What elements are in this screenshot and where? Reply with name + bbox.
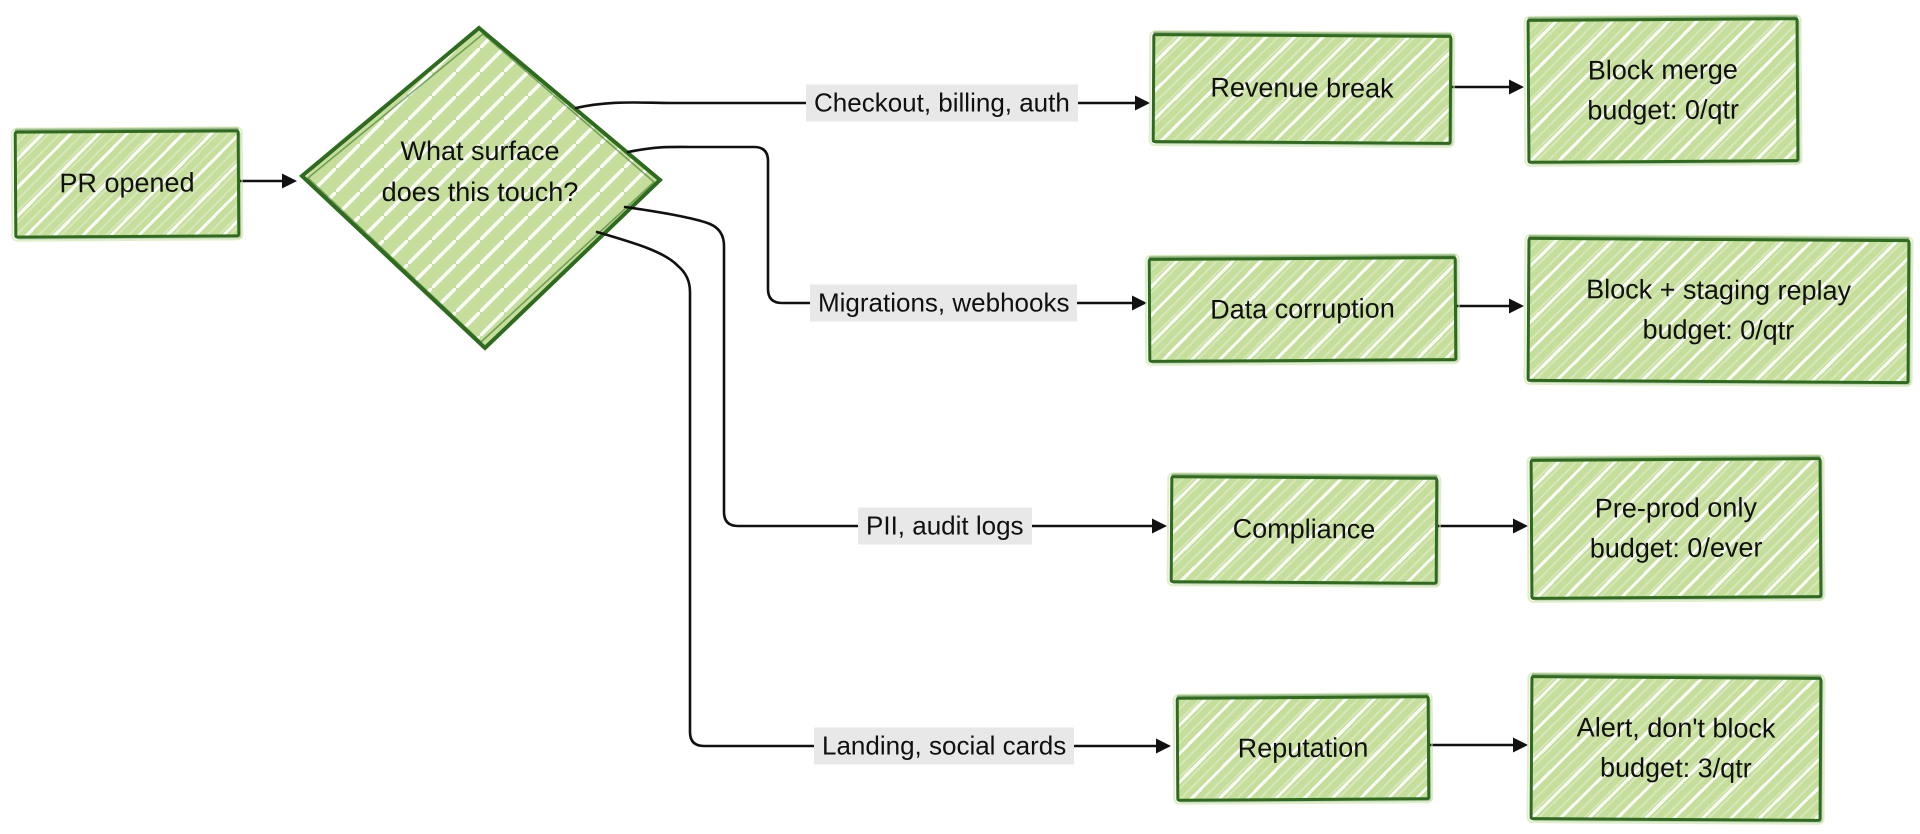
action-row2-line2: budget: 0/qtr xyxy=(1642,314,1795,345)
arrowhead-row3-impact xyxy=(1152,518,1167,534)
arrowhead-row2-action xyxy=(1509,298,1524,314)
node-alert-dont-block-label: Alert, don't block budget: 3/qtr xyxy=(1576,709,1776,788)
node-revenue-break-label: Revenue break xyxy=(1210,72,1394,104)
node-pre-prod-only-label: Pre-prod only budget: 0/ever xyxy=(1589,489,1763,568)
node-block-staging-replay-label: Block + staging replay budget: 0/qtr xyxy=(1586,271,1851,351)
arrowhead-start-to-decision xyxy=(282,173,297,189)
action-row1-line2: budget: 0/qtr xyxy=(1587,94,1740,125)
action-row1-line1: Block merge xyxy=(1587,54,1738,86)
action-row4-line1: Alert, don't block xyxy=(1576,712,1776,744)
action-row4-line2: budget: 3/qtr xyxy=(1599,752,1752,783)
node-compliance: Compliance xyxy=(1166,472,1442,588)
node-pre-prod-only: Pre-prod only budget: 0/ever xyxy=(1526,454,1826,603)
node-data-corruption: Data corruption xyxy=(1144,253,1461,366)
decision-diamond-sketch-stroke xyxy=(306,32,656,344)
action-row3-line1: Pre-prod only xyxy=(1594,492,1757,524)
decision-label-line2: does this touch? xyxy=(381,176,579,207)
arrowhead-row1-impact xyxy=(1135,95,1150,111)
decision-diamond-shape xyxy=(298,25,663,351)
edge-label-pii-audit-logs: PII, audit logs xyxy=(858,507,1032,545)
arrowhead-row2-impact xyxy=(1132,295,1147,311)
node-pr-opened: PR opened xyxy=(10,126,244,242)
node-compliance-label: Compliance xyxy=(1232,513,1376,545)
edge-label-landing-social-cards: Landing, social cards xyxy=(814,727,1075,765)
node-reputation-label: Reputation xyxy=(1237,732,1369,764)
node-block-merge-label: Block merge budget: 0/qtr xyxy=(1587,51,1739,130)
arrowhead-row1-action xyxy=(1509,79,1524,95)
edge-path-row4 xyxy=(595,230,1159,748)
node-alert-dont-block: Alert, don't block budget: 3/qtr xyxy=(1526,672,1826,825)
action-row3-line2: budget: 0/ever xyxy=(1589,531,1763,564)
edge-path-row2 xyxy=(626,145,1135,305)
node-revenue-break: Revenue break xyxy=(1148,30,1456,148)
decision-label-line1: What surface xyxy=(400,136,560,166)
node-reputation: Reputation xyxy=(1172,692,1434,805)
action-row2-line1: Block + staging replay xyxy=(1586,274,1852,307)
node-block-merge: Block merge budget: 0/qtr xyxy=(1523,14,1803,167)
edge-path-row1 xyxy=(574,101,1138,110)
arrowhead-row3-action xyxy=(1513,518,1528,534)
edge-label-checkout-billing-auth: Checkout, billing, auth xyxy=(806,84,1078,122)
arrowhead-row4-impact xyxy=(1156,738,1171,754)
arrowhead-row4-action xyxy=(1513,737,1528,753)
node-pr-opened-label: PR opened xyxy=(59,168,195,199)
edge-label-migrations-webhooks: Migrations, webhooks xyxy=(810,284,1078,322)
node-block-staging-replay: Block + staging replay budget: 0/qtr xyxy=(1523,233,1914,388)
node-data-corruption-label: Data corruption xyxy=(1210,293,1395,325)
decision-node-label: What surface does this touch? xyxy=(319,131,641,212)
edge-path-row3 xyxy=(623,205,1155,528)
